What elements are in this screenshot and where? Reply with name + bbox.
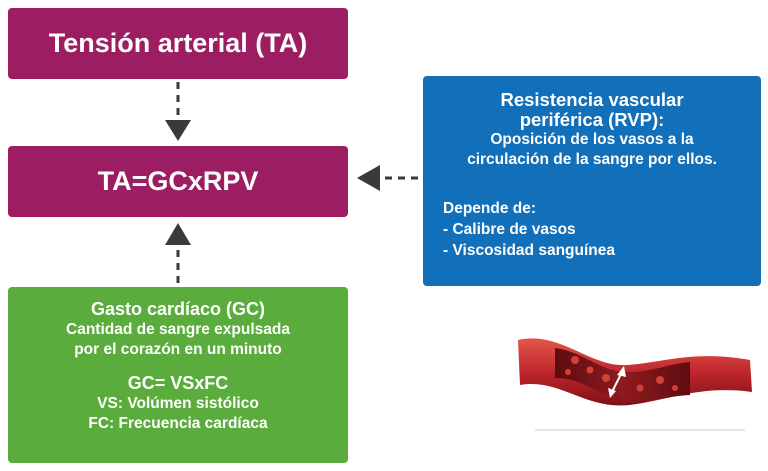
rvp-depends-item: - Viscosidad sanguínea	[443, 242, 615, 259]
gc-description: Cantidad de sangre expulsada por el cora…	[66, 320, 290, 360]
rvp-depends-item: - Calibre de vasos	[443, 221, 576, 238]
rvp-title: Resistencia vascular periférica (RVP):	[500, 90, 683, 130]
rvp-description: Oposición de los vasos a la circulación …	[467, 130, 717, 170]
gasto-cardiaco-box: Gasto cardíaco (GC) Cantidad de sangre e…	[8, 287, 348, 463]
gc-sub-definitions: VS: Volúmen sistólico FC: Frecuencia car…	[88, 394, 267, 434]
rvp-desc-line: Oposición de los vasos a la	[490, 131, 694, 148]
gc-desc-line: Cantidad de sangre expulsada	[66, 321, 290, 338]
tension-arterial-box: Tensión arterial (TA)	[8, 8, 348, 79]
gc-sub-line: VS: Volúmen sistólico	[97, 395, 259, 412]
blood-vessel-icon	[518, 338, 752, 431]
dashed-arrow-icon	[165, 223, 191, 283]
rvp-title-line: periférica (RVP):	[519, 109, 665, 130]
tension-arterial-label: Tensión arterial (TA)	[48, 28, 308, 58]
gc-title: Gasto cardíaco (GC)	[90, 299, 266, 319]
formula-box: TA=GCxRPV	[8, 146, 348, 217]
gc-sub-line: FC: Frecuencia cardíaca	[88, 415, 268, 432]
dashed-arrow-icon	[165, 82, 191, 141]
rvp-desc-line: circulación de la sangre por ellos.	[467, 151, 717, 168]
rvp-title-line: Resistencia vascular	[500, 89, 684, 110]
rvp-depends-heading: Depende de:	[443, 200, 537, 217]
rvp-box: Resistencia vascular periférica (RVP): O…	[423, 76, 761, 286]
gc-desc-line: por el corazón en un minuto	[74, 341, 282, 358]
gc-formula: GC= VSxFC	[127, 373, 229, 393]
dashed-arrow-icon	[357, 165, 418, 191]
formula-label: TA=GCxRPV	[97, 166, 259, 196]
rvp-depends-list: Depende de: - Calibre de vasos - Viscosi…	[423, 198, 615, 261]
